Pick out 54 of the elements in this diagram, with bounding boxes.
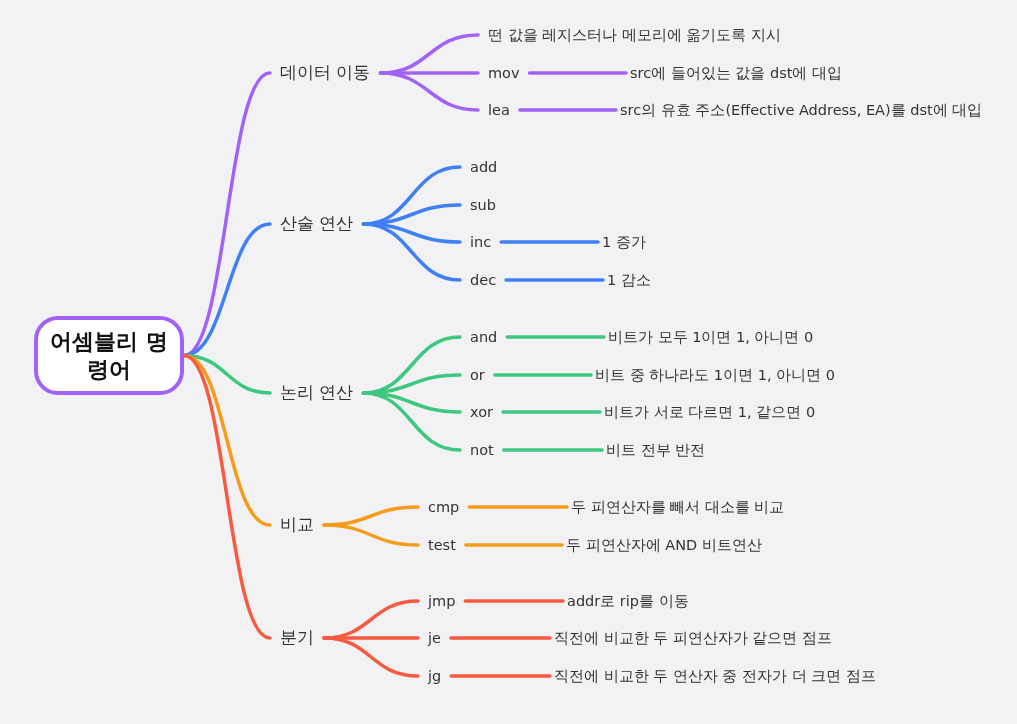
central-topic-box: 어셈블리 명령어 bbox=[34, 316, 184, 395]
description-text: src의 유효 주소(Effective Address, EA)를 dst에 대입 bbox=[616, 98, 993, 122]
branch-line bbox=[322, 523, 420, 547]
instruction-label: not bbox=[460, 438, 504, 462]
description-text: addr로 rip를 이동 bbox=[563, 589, 699, 613]
instruction-label: or bbox=[460, 363, 495, 387]
description-text: 비트 전부 반전 bbox=[602, 438, 716, 462]
instruction-label: add bbox=[460, 155, 508, 179]
instruction-label: jmp bbox=[418, 589, 466, 613]
description-text: 비트가 모두 1이면 1, 아니면 0 bbox=[604, 325, 824, 349]
instruction-label: mov bbox=[478, 61, 530, 85]
branch-line bbox=[527, 71, 628, 75]
instruction-label: lea bbox=[478, 98, 520, 122]
instruction-label: jg bbox=[418, 664, 452, 688]
description-text: 비트가 서로 다르면 1, 같으면 0 bbox=[600, 400, 826, 424]
instruction-label: sub bbox=[460, 193, 506, 217]
branch-line bbox=[361, 222, 462, 282]
description-text: 직전에 비교한 두 연산자 중 전자가 더 크면 점프 bbox=[550, 664, 886, 688]
instruction-label: je bbox=[418, 626, 451, 650]
branch-line bbox=[361, 391, 462, 452]
branch-line bbox=[463, 599, 565, 603]
branch-line bbox=[504, 278, 605, 282]
branch-line bbox=[499, 240, 600, 244]
branch-line bbox=[378, 71, 480, 112]
branch-line bbox=[449, 674, 552, 678]
topic-label: 분기 bbox=[270, 625, 324, 651]
description-text: src에 들어있는 값을 dst에 대입 bbox=[626, 61, 853, 85]
topic-label: 논리 연산 bbox=[270, 380, 364, 406]
branch-line bbox=[464, 543, 564, 547]
topic-label: 산술 연산 bbox=[270, 211, 364, 237]
topic-label: 데이터 이동 bbox=[270, 60, 381, 86]
branch-line bbox=[502, 448, 604, 452]
branch-line bbox=[467, 505, 569, 509]
instruction-label: inc bbox=[460, 230, 502, 254]
instruction-label: cmp bbox=[418, 495, 470, 519]
description-text: 1 감소 bbox=[603, 268, 661, 292]
branch-line bbox=[505, 335, 606, 339]
topic-label: 비교 bbox=[270, 512, 324, 538]
branch-line bbox=[449, 636, 552, 640]
instruction-label: test bbox=[418, 533, 466, 557]
description-text: 직전에 비교한 두 피연산자가 같으면 점프 bbox=[550, 626, 843, 650]
instruction-label: and bbox=[460, 325, 508, 349]
description-text: 비트 중 하나라도 1이면 1, 아니면 0 bbox=[591, 363, 845, 387]
branch-line bbox=[493, 373, 593, 377]
branch-line bbox=[182, 353, 272, 640]
description-text: 1 증가 bbox=[598, 230, 656, 254]
instruction-label: dec bbox=[460, 268, 507, 292]
description-text: 두 피연산자를 빼서 대소를 비교 bbox=[567, 495, 795, 519]
instruction-label: 떤 값을 레지스터나 메모리에 옮기도록 지시 bbox=[478, 23, 792, 47]
branch-line bbox=[501, 410, 602, 414]
branch-line bbox=[322, 636, 420, 678]
description-text: 두 피연산자에 AND 비트연산 bbox=[562, 533, 772, 557]
branch-line bbox=[518, 108, 618, 112]
instruction-label: xor bbox=[460, 400, 503, 424]
